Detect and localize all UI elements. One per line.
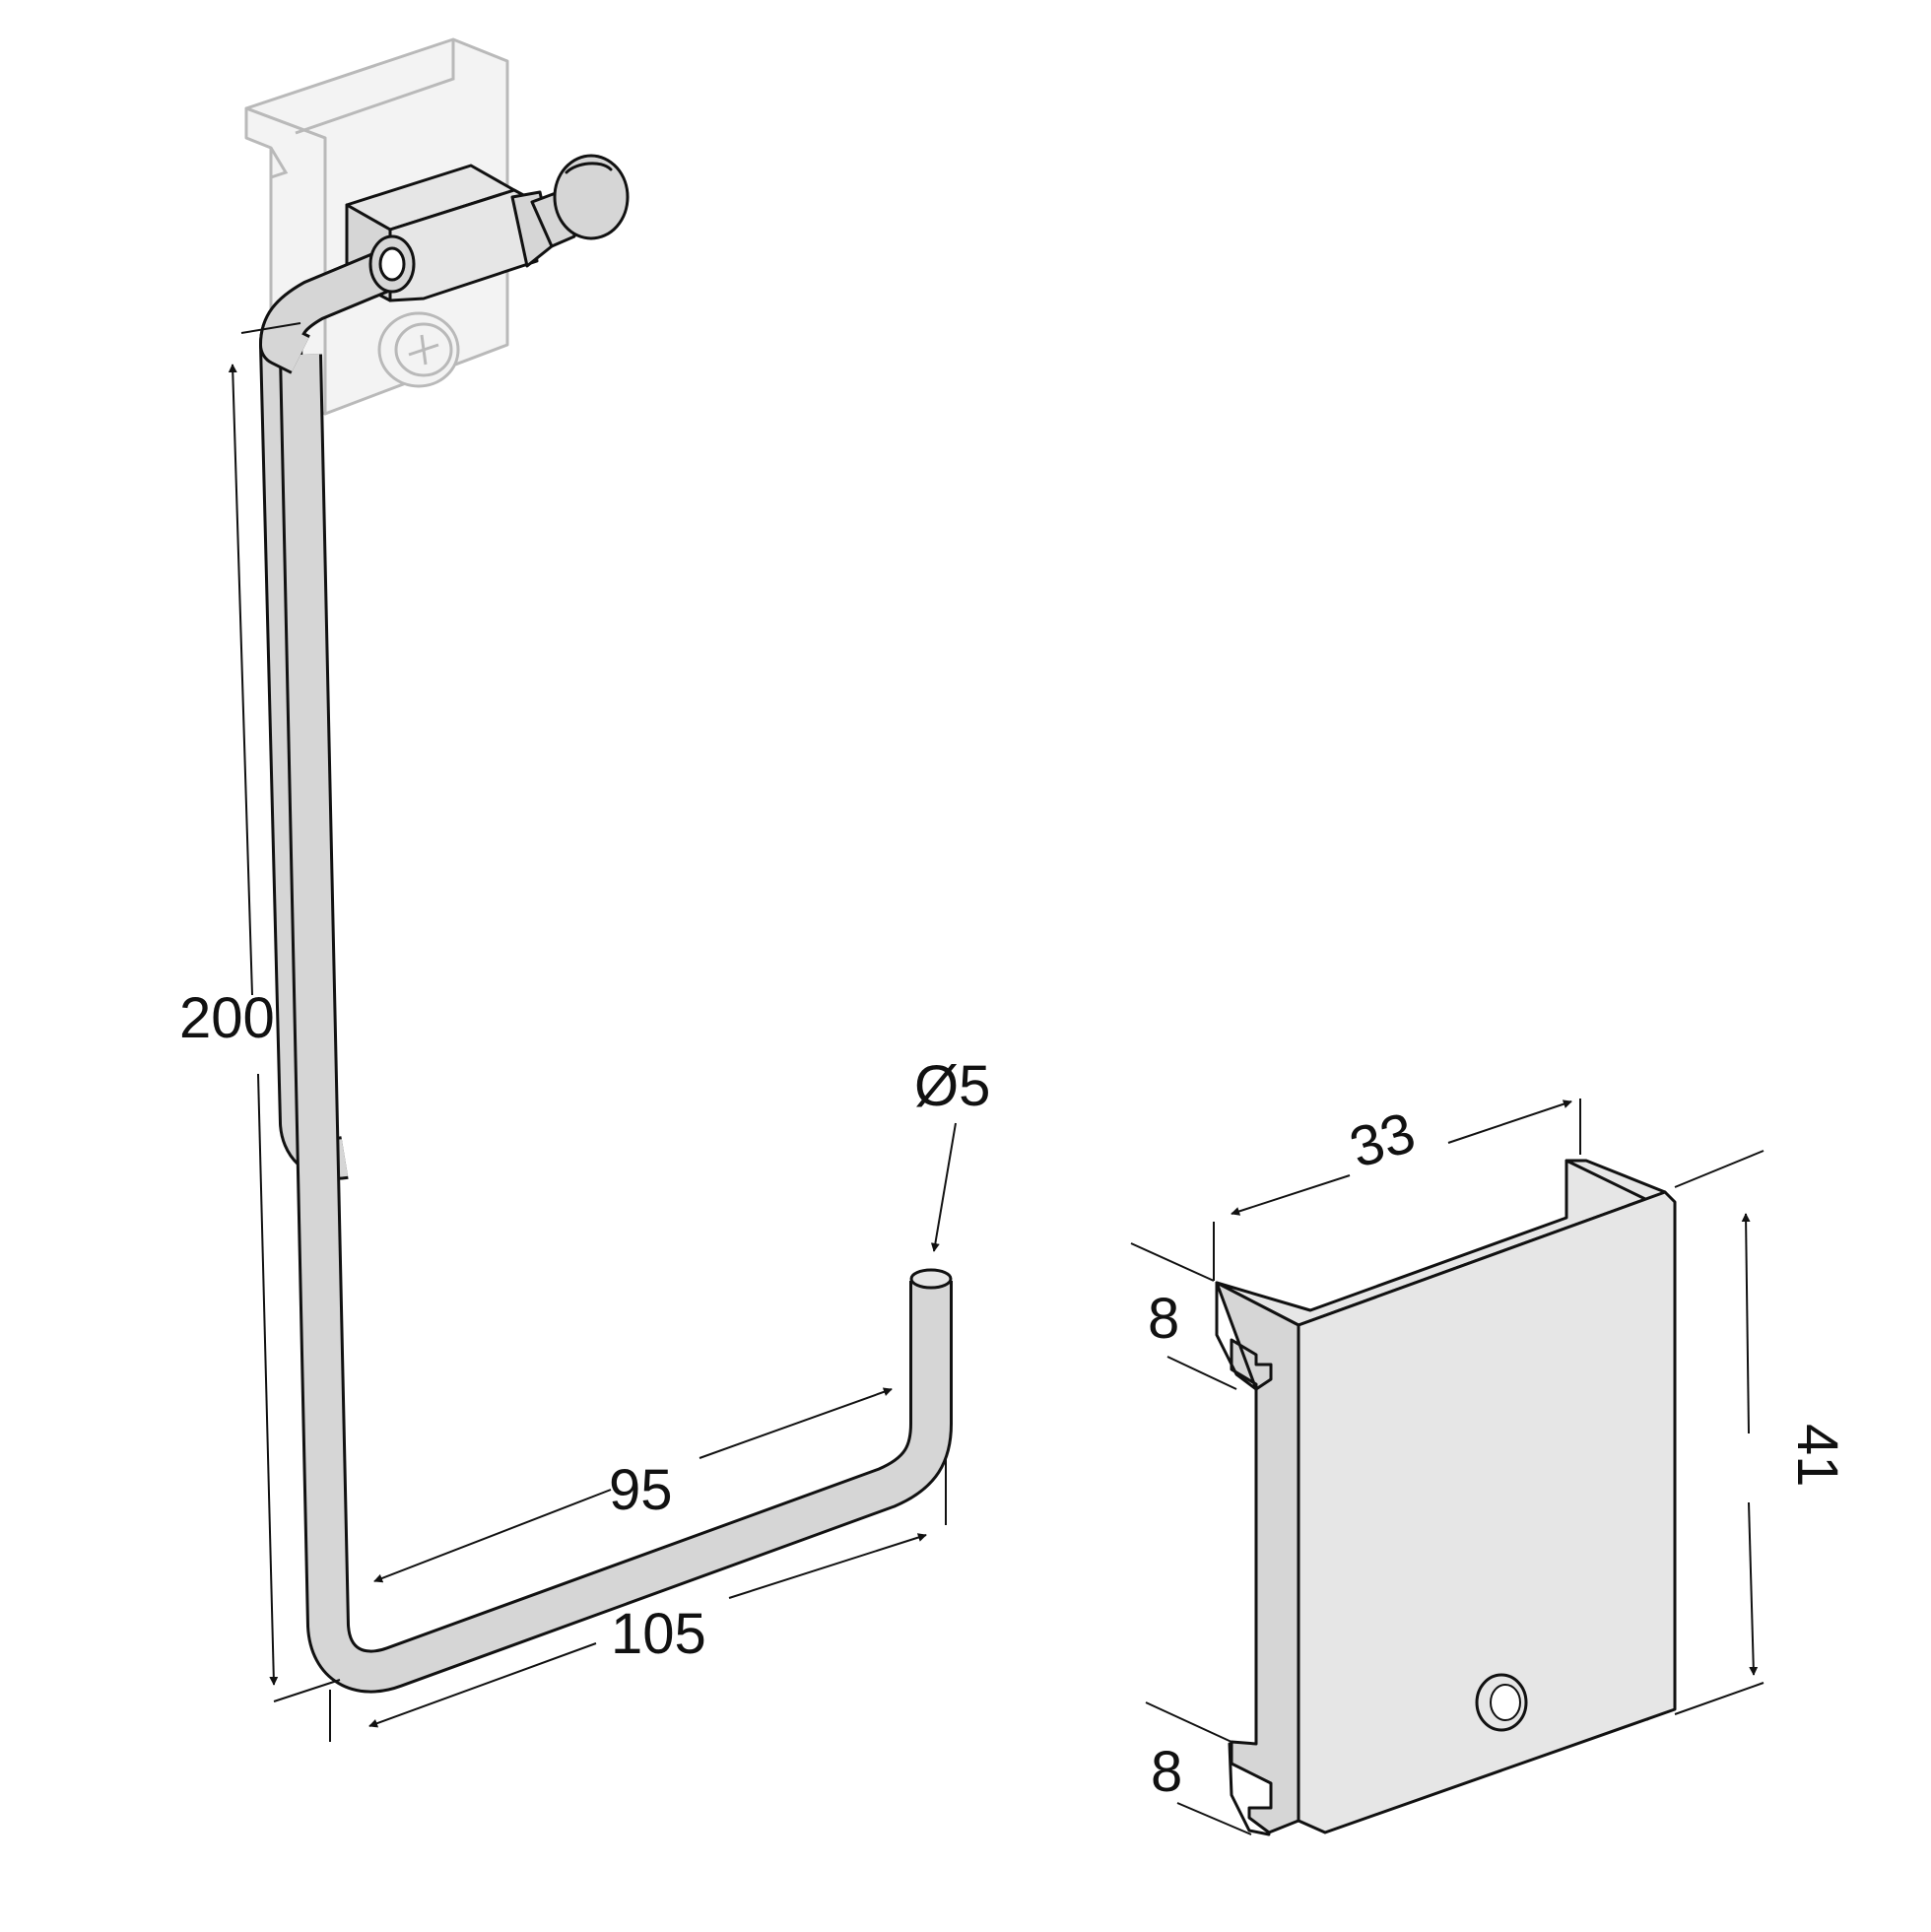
dim-outer-width-label: 105 [611,1602,706,1666]
dim-hook-bottom-label: 8 [1151,1740,1182,1804]
dim-inner-width-lines [373,1387,893,1583]
dim-outer-width-lines [329,1458,947,1742]
dim-hook-top-label: 8 [1148,1287,1179,1351]
knob [553,154,630,240]
dim-bracket-height-label: 41 [1785,1424,1849,1488]
dim-height-lines [228,322,341,1702]
dim-hook-top-lines [1130,1242,1237,1390]
dim-diameter-leader [930,1122,957,1252]
rod-lower [259,234,953,1694]
dim-diameter-label: Ø5 [914,1054,990,1118]
dim-height-label: 200 [179,986,275,1050]
dim-bracket-width-label: 33 [1342,1099,1422,1180]
bracket [1215,1159,1677,1836]
dim-bracket-height-lines [1674,1150,1765,1715]
screw-icon [377,311,460,388]
dim-inner-width-label: 95 [609,1458,673,1522]
dim-hook-bottom-lines [1145,1701,1252,1835]
threaded-hole-icon [1475,1673,1528,1732]
dim-bracket-width-lines [1213,1099,1581,1281]
